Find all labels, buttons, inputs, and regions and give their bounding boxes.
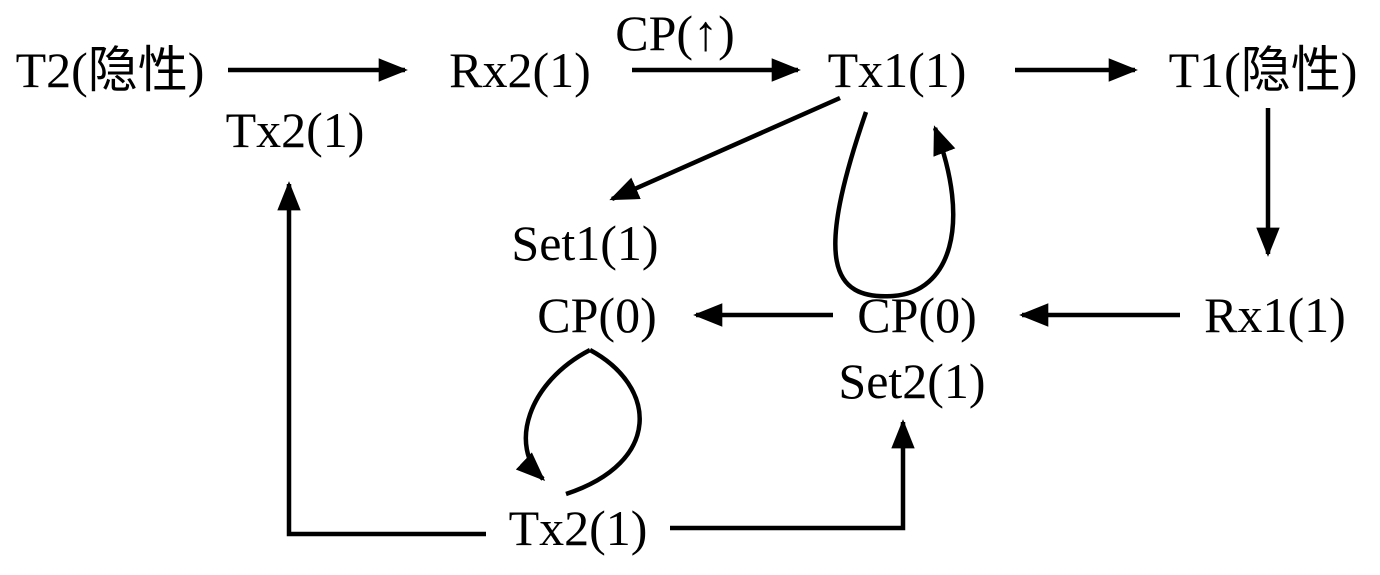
node-tx2-top: Tx2(1) [226,102,365,158]
node-t1: T1(隐性) [1169,42,1358,98]
node-cp0-right: CP(0) [857,287,976,343]
node-set1: Set1(1) [511,215,658,271]
edge-label-cp-up: CP(↑) [615,5,734,61]
node-cp0-left: CP(0) [537,287,656,343]
arrow-tx2-to-set2 [670,419,915,531]
node-set2: Set2(1) [838,353,985,409]
node-tx2-bottom: Tx2(1) [509,500,648,556]
self-loop-tx1 [833,111,956,299]
node-t2: T2(隐性) [16,42,205,98]
arrow-tx2-to-tx2-top [277,181,486,537]
node-tx1: Tx1(1) [828,42,967,98]
node-rx1: Rx1(1) [1204,287,1346,343]
loop-cp0-to-tx2-right [565,348,642,497]
node-rx2: Rx2(1) [449,42,591,98]
arrow-tx1-to-set1 [609,95,841,202]
loop-cp0-to-tx2-left [515,348,592,482]
